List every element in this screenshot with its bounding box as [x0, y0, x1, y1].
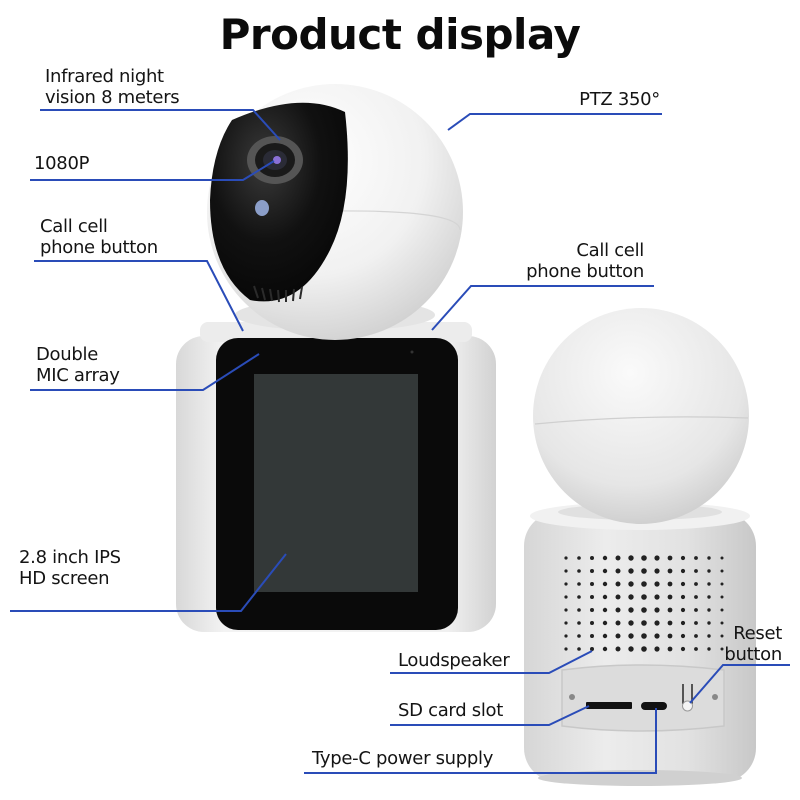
sd-slot	[586, 702, 632, 709]
lens-face	[210, 102, 348, 302]
front-camera	[176, 84, 496, 632]
callout-call-button-left: Call cell phone button	[40, 216, 158, 258]
callout-ips-screen: 2.8 inch IPS HD screen	[19, 547, 121, 589]
rear-camera	[524, 308, 756, 786]
reset-pinhole	[682, 700, 693, 712]
lcd-screen	[254, 374, 418, 592]
callout-infrared-night-vision: Infrared night vision 8 meters	[45, 66, 180, 108]
callout-reset-button: Reset button	[724, 623, 782, 665]
callout-double-mic: Double MIC array	[36, 344, 120, 386]
rear-base	[524, 512, 756, 782]
callout-ptz: PTZ 350°	[579, 89, 660, 110]
callout-type-c: Type-C power supply	[312, 748, 494, 769]
ir-sensor	[255, 200, 269, 216]
page-title: Product display	[219, 10, 581, 59]
leader-lines	[10, 109, 790, 774]
usb-c-port	[641, 702, 667, 710]
callout-loudspeaker: Loudspeaker	[398, 650, 510, 671]
rear-ball	[533, 308, 749, 524]
callout-call-button-right: Call cell phone button	[526, 240, 644, 282]
port-panel	[561, 664, 725, 732]
speaker-grille	[564, 555, 724, 652]
callout-1080p: 1080P	[34, 153, 90, 174]
callout-sd-card-slot: SD card slot	[398, 700, 504, 721]
